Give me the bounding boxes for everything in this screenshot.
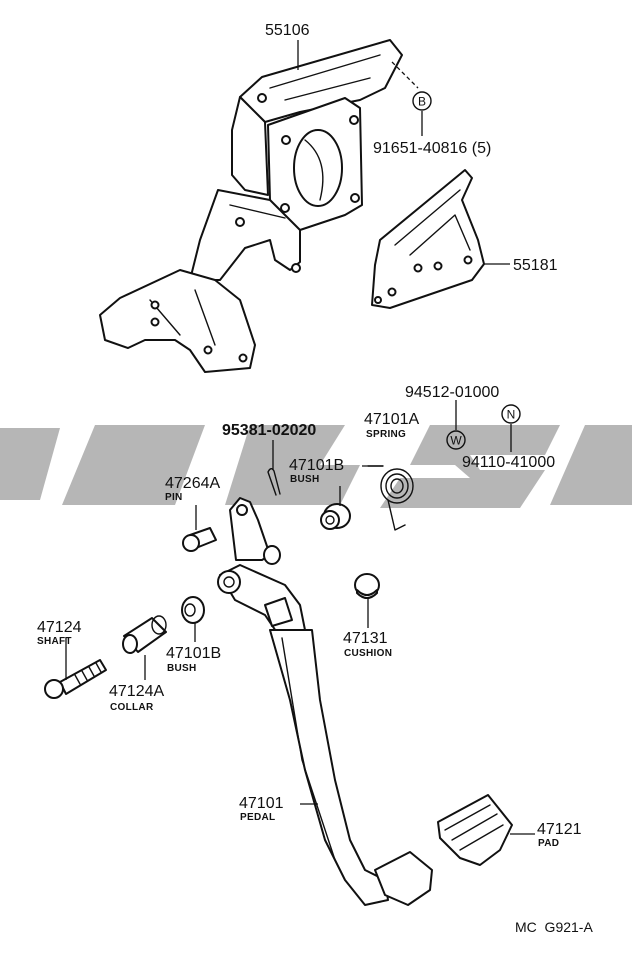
symbol-w-letter: W [450, 434, 462, 448]
diagram-code: MC G921-A [515, 919, 593, 935]
symbol-b: B [412, 91, 432, 111]
watermark-stroke-3 [225, 425, 360, 505]
label-47124A: 47124A [109, 683, 164, 700]
label-47101A: 47101A [364, 411, 419, 428]
shaft-bolt-47124 [44, 659, 107, 699]
label-47101A-spring: SPRING [366, 429, 406, 440]
symbol-b-letter: B [418, 95, 426, 109]
symbol-n-letter: N [507, 408, 516, 422]
label-47101-pedal: PEDAL [240, 812, 275, 823]
brake-pedal-arm-47101 [217, 497, 433, 906]
bushing-lower-47101B [181, 596, 205, 624]
label-55106: 55106 [265, 22, 310, 39]
watermark-stroke-2 [62, 425, 205, 505]
symbol-n: N [501, 404, 521, 424]
label-47131-cushion: CUSHION [344, 648, 392, 659]
pedal-bracket-55106 [99, 39, 403, 373]
cotter-pin-95381 [267, 468, 281, 496]
label-95381-02020: 95381-02020 [222, 422, 316, 439]
label-47101B-upper: 47101B [289, 457, 344, 474]
watermark-stroke-5 [550, 425, 632, 505]
label-47101B-lower-bush: BUSH [167, 663, 197, 674]
label-47121: 47121 [537, 821, 582, 838]
label-47124: 47124 [37, 619, 82, 636]
callout-labels: 55106 91651-40816 (5) 55181 94512-01000 … [37, 22, 593, 935]
cushion-47131 [354, 573, 380, 599]
label-94512-01000: 94512-01000 [405, 384, 499, 401]
label-47131: 47131 [343, 630, 388, 647]
label-47101: 47101 [239, 795, 284, 812]
label-47101B-upper-bush: BUSH [290, 474, 320, 485]
label-91651-40816: 91651-40816 (5) [373, 140, 491, 157]
watermark-stroke-1 [0, 428, 60, 500]
label-94110-41000: 94110-41000 [462, 454, 555, 471]
pedal-pad-47121 [437, 794, 513, 866]
support-bracket-55181 [371, 169, 485, 309]
symbol-w: W [446, 430, 466, 450]
watermark-logo [0, 425, 632, 508]
clevis-pin-47264A [182, 527, 217, 552]
label-47124A-collar: COLLAR [110, 702, 154, 713]
leader-lines [65, 40, 535, 835]
label-47124-shaft: SHAFT [37, 636, 72, 647]
label-47264A: 47264A [165, 475, 220, 492]
label-47121-pad: PAD [538, 838, 559, 849]
label-47264A-pin: PIN [165, 492, 183, 503]
label-55181: 55181 [513, 257, 558, 274]
bushing-upper-47101B [320, 503, 351, 530]
collar-47124A [122, 615, 167, 654]
label-47101B-lower: 47101B [166, 645, 221, 662]
watermark-stroke-4 [380, 425, 560, 508]
